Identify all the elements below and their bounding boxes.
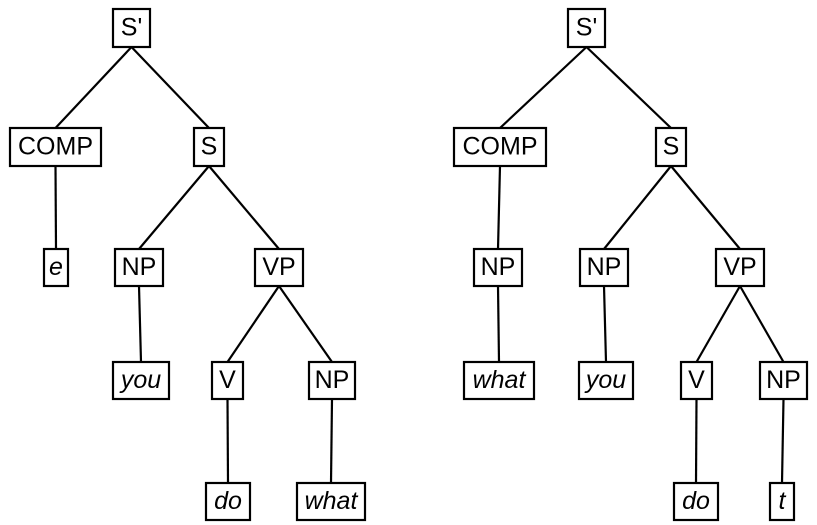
node-box [758,360,809,401]
node-box [768,481,796,522]
node-box [42,247,70,288]
tree-node-np[interactable]: NP [758,360,809,401]
node-box [253,247,305,288]
node-box [577,360,635,401]
tree-node-comp[interactable]: COMP [452,126,548,168]
tree-branch-R-V-to-R-do [694,398,698,484]
tree-branch-R-Sbar-to-R-S [585,46,672,129]
tree-branch-R-S-to-R-NP1 [603,165,672,250]
node-label: V [219,366,236,394]
node-label: S [201,133,218,161]
node-label: NP [122,253,157,281]
tree-node-vp[interactable]: VP [714,247,766,288]
node-box [295,481,367,522]
tree-node-s[interactable]: S [654,126,688,168]
tree-node-s[interactable]: S [192,126,226,168]
tree-edges [54,46,334,484]
tree-node-you[interactable]: you [577,360,635,401]
tree-branch-L-V-to-L-do [226,398,230,484]
tree-branch-L-VP-to-L-V [226,285,280,363]
node-box [210,360,245,401]
tree-node-e[interactable]: e [42,247,70,288]
tree-branch-R-COMP-to-R-NP0 [496,165,502,250]
node-box [566,7,607,49]
node-label: what [305,487,359,515]
node-label: S' [576,14,597,42]
node-box [672,481,720,522]
node-label: S [663,133,680,161]
node-label: do [214,487,242,515]
node-box [578,247,630,288]
tree-branch-L-NP1-to-L-you [137,285,143,363]
tree-node-v[interactable]: V [679,360,714,401]
node-label: you [584,366,626,394]
node-label: NP [766,366,801,394]
tree-node-np[interactable]: NP [578,247,630,288]
node-label: NP [587,253,622,281]
node-label: you [119,366,161,394]
tree-node-np[interactable]: NP [472,247,524,288]
tree-branch-L-COMP-to-L-e [54,165,58,250]
node-box [113,247,165,288]
node-box [192,126,226,168]
tree-branch-L-Sbar-to-L-S [130,46,210,129]
node-box [462,360,536,401]
node-label: S' [121,14,142,42]
tree-node-vp[interactable]: VP [253,247,305,288]
node-box [472,247,524,288]
node-label: V [688,366,705,394]
tree-branch-R-Sbar-to-R-COMP [499,46,588,129]
node-label: what [473,366,527,394]
tree-branch-L-S-to-L-VP [208,165,280,250]
tree-node-np[interactable]: NP [307,360,357,401]
tree-node-v[interactable]: V [210,360,245,401]
node-label: NP [481,253,516,281]
node-label: do [682,487,710,515]
node-label: VP [723,253,756,281]
tree-node-t[interactable]: t [768,481,796,522]
node-label: NP [315,366,350,394]
node-box [714,247,766,288]
tree-branch-R-NP0-to-R-what [496,285,501,363]
node-label: t [779,487,787,515]
node-label: COMP [463,133,538,161]
tree-branch-R-NP1-to-R-you [602,285,608,363]
tree-node-sbar[interactable]: S' [111,7,152,49]
node-label: e [49,253,63,281]
tree-node-do[interactable]: do [672,481,720,522]
tree-branch-L-VP-to-L-NP2 [278,285,333,363]
tree-node-np[interactable]: NP [113,247,165,288]
tree-branch-R-VP-to-R-V [695,285,741,363]
node-label: VP [262,253,295,281]
tree-node-sbar[interactable]: S' [566,7,607,49]
tree-node-you[interactable]: you [111,360,171,401]
tree-node-what[interactable]: what [295,481,367,522]
tree-node-comp[interactable]: COMP [8,126,103,168]
tree-node-do[interactable]: do [204,481,252,522]
node-box [307,360,357,401]
tree-branch-L-Sbar-to-L-COMP [54,46,133,129]
node-label: COMP [18,133,93,161]
node-box [111,360,171,401]
node-box [452,126,548,168]
node-box [204,481,252,522]
node-box [654,126,688,168]
node-box [679,360,714,401]
surface-structure-tree: S' COMP S NP NP VP what you V NP do t [452,7,809,522]
tree-node-what[interactable]: what [462,360,536,401]
tree-edges [496,46,785,484]
node-box [8,126,103,168]
tree-branch-R-VP-to-R-NP2 [739,285,785,363]
tree-branch-L-NP2-to-L-what [329,398,334,484]
node-box [111,7,152,49]
tree-branch-R-NP2-to-R-t [780,398,785,484]
tree-branch-L-S-to-L-NP1 [138,165,210,250]
tree-branch-R-S-to-R-VP [670,165,741,250]
